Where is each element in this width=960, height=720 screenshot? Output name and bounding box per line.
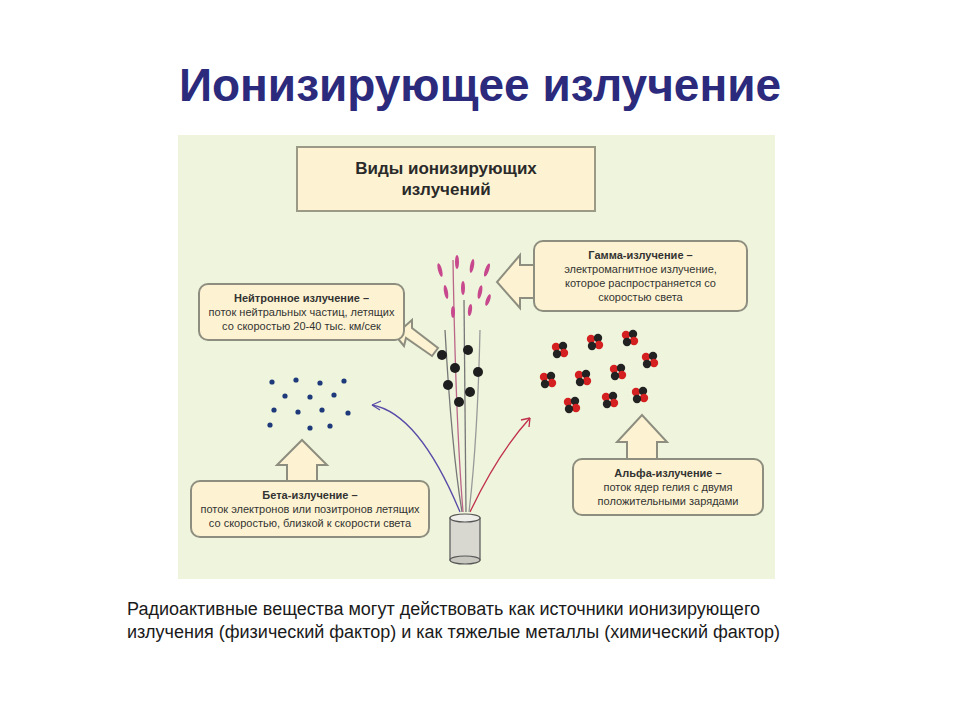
callout-heading: Альфа-излучение – (582, 466, 754, 480)
alpha-nucleon (643, 360, 651, 368)
callout-text: поток ядер гелия с двумя положительными … (582, 480, 754, 508)
pointer-arrow (617, 415, 667, 462)
heading-box: Виды ионизирующих излучений (296, 146, 596, 212)
alpha-nucleon (603, 400, 611, 408)
gamma-rays (436, 255, 492, 318)
alpha-nucleon (576, 378, 584, 386)
neutrons (437, 345, 483, 407)
callout-box: Альфа-излучение –поток ядер гелия с двум… (572, 458, 764, 516)
pointer-arrow (277, 440, 327, 484)
callout-heading: Нейтронное излучение – (208, 291, 395, 305)
callout-text: электромагнитное излучение, которое расп… (543, 262, 738, 304)
callout-heading: Гамма-излучение – (543, 248, 738, 262)
alpha-nucleon (565, 405, 573, 413)
alpha-particles (540, 330, 658, 413)
callout-box: Гамма-излучение –электромагнитное излуче… (533, 240, 748, 312)
callout-box: Нейтронное излучение –поток нейтральных … (198, 283, 405, 341)
panel-ground (178, 135, 775, 579)
callout-text: Виды ионизирующих излучений (310, 158, 582, 200)
slide-title: Ионизирующее излучение (0, 58, 960, 112)
callout-heading: Бета-излучение – (200, 488, 420, 502)
alpha-nucleon (611, 372, 619, 380)
callout-box: Бета-излучение –поток электронов или поз… (190, 480, 430, 538)
alpha-nucleon (633, 395, 641, 403)
alpha-nucleon (541, 380, 549, 388)
alpha-nucleon (588, 342, 596, 350)
electrons (267, 377, 350, 430)
alpha-nucleon (553, 350, 561, 358)
callout-text: поток электронов или позитронов летящих … (200, 502, 420, 530)
source-cylinder (450, 514, 480, 564)
alpha-nucleon (623, 338, 631, 346)
slide-caption: Радиоактивные вещества могут действовать… (127, 598, 847, 644)
callout-text: поток нейтральных частиц, летящих со ско… (208, 305, 395, 333)
